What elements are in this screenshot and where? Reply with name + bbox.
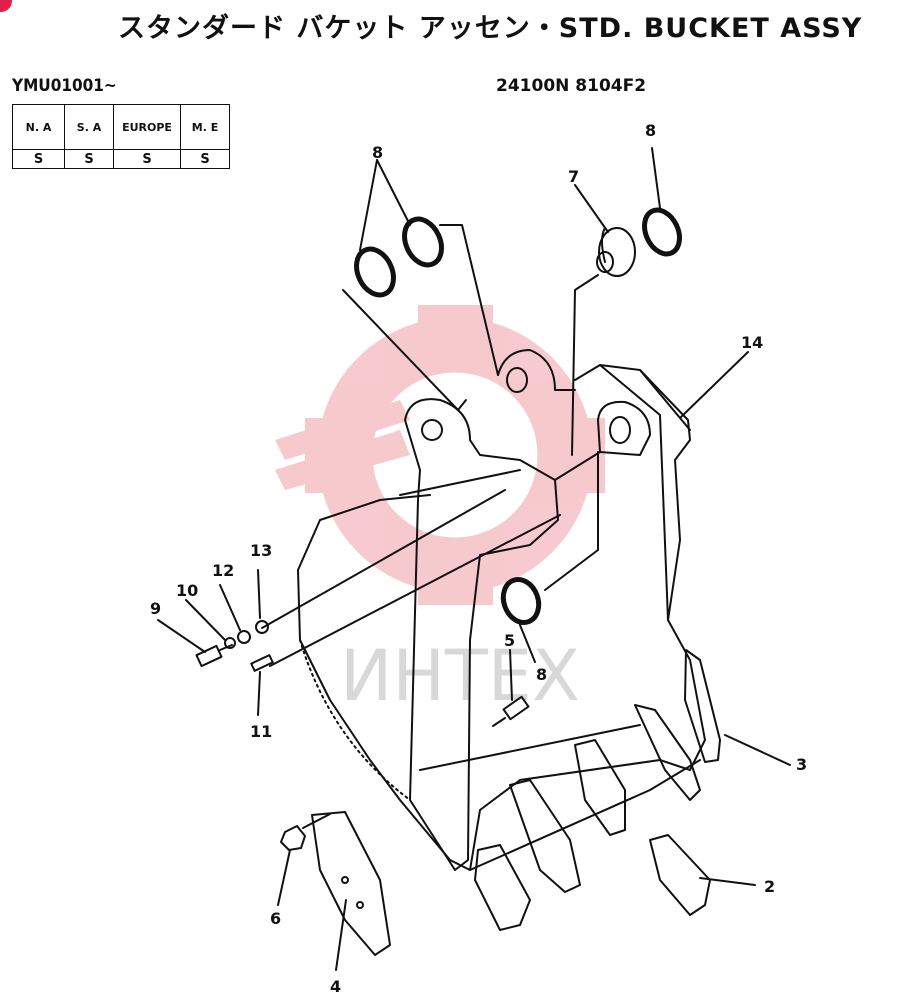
serial-number: YMU01001~ [12, 76, 117, 96]
bushing [596, 227, 636, 277]
callout-label: 5 [504, 631, 515, 650]
callout-label: 2 [764, 877, 775, 896]
callout-label: 13 [250, 541, 272, 560]
washer [237, 630, 251, 644]
page-title: スタンダード バケット アッセン・STD. BUCKET ASSY [118, 13, 863, 44]
callout-label: 8 [645, 121, 656, 140]
tooth-point [649, 834, 711, 916]
table-cell: S [64, 149, 114, 169]
side-cutter [311, 811, 391, 956]
column-header: EUROPE [113, 104, 181, 150]
applicability-table: N. A S. A EUROPE M. E S S S S [12, 104, 230, 169]
washer [224, 637, 236, 649]
callout-label: 8 [536, 665, 547, 684]
callout-label: 14 [741, 333, 763, 352]
bucket-tooth [634, 704, 701, 801]
bolt [195, 644, 233, 668]
bucket-body [297, 364, 706, 871]
callout-label: 3 [796, 755, 807, 774]
callout-label: 8 [372, 143, 383, 162]
watermark-logo [275, 305, 605, 605]
column-header: N. A [12, 104, 65, 150]
side-cutter [684, 649, 721, 763]
column-header: M. E [180, 104, 230, 150]
snap-ring [500, 577, 542, 625]
bolt [492, 695, 530, 727]
bucket-tooth [474, 844, 531, 931]
callout-label: 9 [150, 599, 161, 618]
table-cell: S [180, 149, 230, 169]
callout-label: 12 [212, 561, 234, 580]
pin [250, 654, 274, 672]
callout-label: 4 [330, 977, 341, 996]
nut [280, 825, 306, 851]
callout-label: 7 [568, 167, 579, 186]
callout-label: 11 [250, 722, 272, 741]
snap-ring [642, 207, 682, 257]
callout-label: 6 [270, 909, 281, 928]
part-code: 24100N 8104F2 [496, 76, 647, 96]
snap-ring [402, 216, 444, 268]
nut [255, 620, 269, 634]
watermark-text: ИНТЕХ [340, 635, 580, 717]
bucket-tooth [509, 779, 581, 893]
bucket-tooth [574, 739, 626, 836]
callout-label: 10 [176, 581, 198, 600]
snap-ring [354, 246, 396, 298]
mounting-bracket [399, 349, 651, 871]
